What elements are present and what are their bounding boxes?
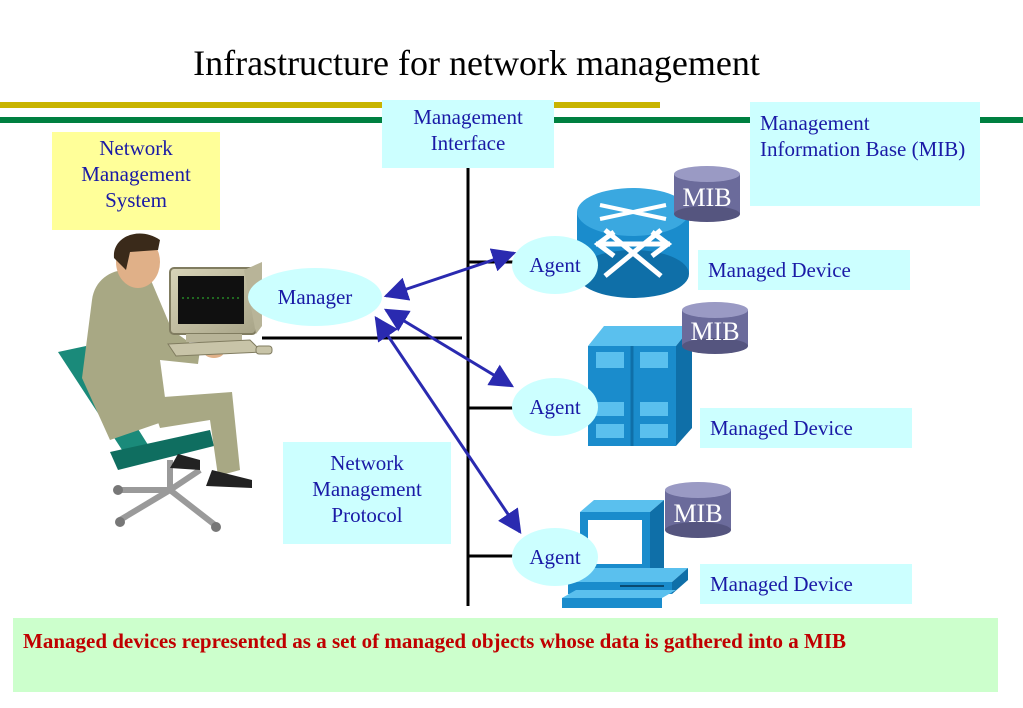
agent-node-3: Agent	[512, 528, 598, 586]
mib-cylinder-2: MIB	[682, 302, 748, 354]
page-title: Infrastructure for network management	[193, 43, 760, 83]
summary-note: Managed devices represented as a set of …	[13, 618, 998, 692]
protocol-arrow-2	[383, 308, 515, 388]
server-icon	[588, 326, 692, 446]
protocol-arrow-1	[383, 248, 517, 301]
managed-device-label-3: Managed Device	[700, 564, 912, 604]
mib-label-1: MIB	[682, 183, 731, 212]
router-icon	[577, 188, 689, 298]
agent-node-2: Agent	[512, 378, 598, 436]
network-management-system-label: Network Management System	[52, 132, 220, 230]
manager-node: Manager	[248, 268, 382, 326]
workstation-icon	[562, 500, 688, 608]
protocol-label: Network Management Protocol	[283, 442, 451, 544]
mib-cylinder-3: MIB	[665, 482, 731, 538]
mib-info-label: Management Information Base (MIB)	[750, 102, 980, 206]
protocol-arrow-3	[374, 316, 522, 534]
management-interface-label: Management Interface	[382, 100, 554, 168]
agent-node-1: Agent	[512, 236, 598, 294]
mib-label-2: MIB	[690, 317, 739, 346]
title-stripe-gold	[0, 102, 660, 108]
mib-cylinder-1: MIB	[674, 166, 740, 222]
managed-device-label-1: Managed Device	[698, 250, 910, 290]
managed-device-label-2: Managed Device	[700, 408, 912, 448]
mib-label-3: MIB	[673, 499, 722, 528]
operator-at-computer-illustration	[58, 233, 273, 532]
